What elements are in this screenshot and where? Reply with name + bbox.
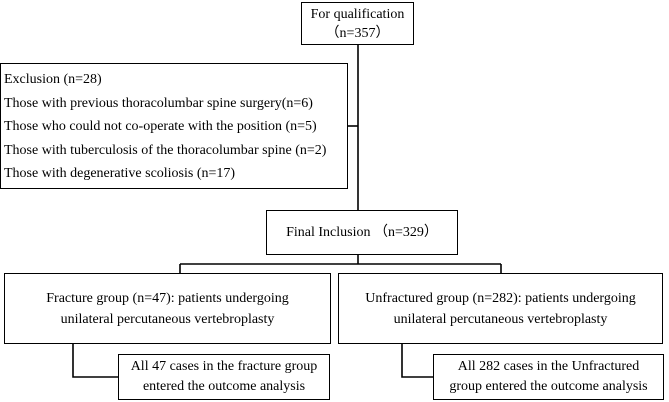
fracture-outcome-line1: All 47 cases in the fracture group: [130, 359, 318, 374]
final-inclusion-box: Final Inclusion （n=329）: [266, 210, 458, 255]
unfractured-group-procedure: unilateral percutaneous vertebroplasty: [393, 311, 608, 327]
exclusion-item: Those who could not co-operate with the …: [4, 119, 317, 134]
unfractured-outcome-line2: group entered the outcome analysis: [449, 379, 648, 394]
exclusion-item: Those with tuberculosis of the thoracolu…: [4, 142, 327, 158]
qualification-count: （n=357）: [325, 25, 390, 41]
exclusion-item: Those with degenerative scoliosis (n=17): [4, 166, 236, 181]
qualification-box: For qualification （n=357）: [301, 2, 414, 45]
exclusion-item: Those with previous thoracolumbar spine …: [4, 95, 313, 111]
fracture-group-title: Fracture group (n=47): patients undergoi…: [46, 290, 289, 306]
unfractured-group-box: Unfractured group (n=282): patients unde…: [338, 273, 663, 344]
fracture-outcome-line2: entered the outcome analysis: [142, 379, 306, 394]
unfractured-outcome-line1: All 282 cases in the Unfractured: [457, 359, 640, 374]
final-inclusion-label: Final Inclusion （n=329）: [286, 224, 438, 240]
connector-fracture-to-outcome: [72, 344, 118, 378]
fracture-group-procedure: unilateral percutaneous vertebroplasty: [60, 311, 275, 327]
fracture-outcome-box: All 47 cases in the fracture group enter…: [118, 354, 330, 400]
qualification-label: For qualification: [310, 6, 405, 22]
exclusion-box: Exclusion (n=28) Those with previous tho…: [0, 63, 348, 189]
exclusion-title: Exclusion (n=28): [4, 72, 102, 87]
connector-unfractured-to-outcome: [401, 344, 433, 378]
unfractured-outcome-box: All 282 cases in the Unfractured group e…: [433, 354, 664, 400]
fracture-group-box: Fracture group (n=47): patients undergoi…: [4, 273, 331, 344]
unfractured-group-title: Unfractured group (n=282): patients unde…: [365, 290, 636, 306]
